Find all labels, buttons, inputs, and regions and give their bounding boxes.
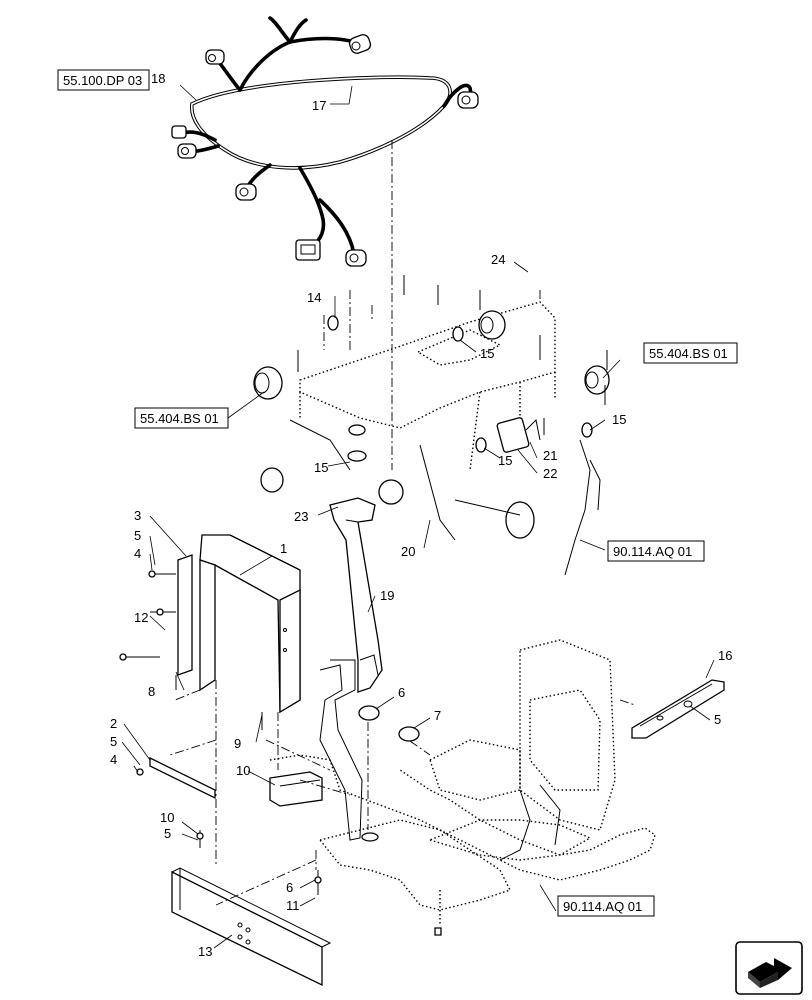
- callout-9: 12: [134, 610, 148, 625]
- cab-roof: [253, 275, 610, 576]
- reference-55-404-bs-01-left[interactable]: 55.404.BS 01: [134, 407, 229, 429]
- callout-5-b: 5: [110, 734, 117, 749]
- callout-10-b: 9: [234, 736, 241, 751]
- svg-text:90.114.AQ 01: 90.114.AQ 01: [613, 544, 692, 559]
- callout-15-c: 15: [612, 412, 626, 427]
- callout-22: 22: [543, 466, 557, 481]
- callout-7: 10: [236, 763, 250, 778]
- front-frame: [119, 534, 301, 730]
- wiring-harness: [171, 16, 479, 267]
- svg-text:90.114.AQ 01: 90.114.AQ 01: [563, 899, 642, 914]
- reference-boxes: 55.100.DP 03 55.404.BS 01 55.404.BS 01 9…: [57, 69, 738, 917]
- cab-floor: [269, 639, 656, 936]
- side-trim: [631, 679, 725, 739]
- callout-4-b: 4: [110, 752, 117, 767]
- callout-23: 23: [294, 509, 308, 524]
- callout-1: 1: [280, 541, 287, 556]
- callout-5-c: 5: [164, 826, 171, 841]
- callout-15-d: 15: [498, 453, 512, 468]
- callout-2: 2: [110, 716, 117, 731]
- leader-lines: [121, 84, 715, 949]
- next-page-arrow-icon[interactable]: [735, 941, 803, 995]
- reference-90-114-aq-01-upper[interactable]: 90.114.AQ 01: [607, 540, 705, 562]
- reference-55-100-dp-03[interactable]: 55.100.DP 03: [57, 69, 150, 91]
- callout-labels: 18 17 24 14 15 15 15 15 21 22 23 20 3 5 …: [110, 71, 732, 959]
- callout-20: 20: [401, 544, 415, 559]
- callout-5-d: 6: [286, 880, 293, 895]
- reference-90-114-aq-01-lower[interactable]: 90.114.AQ 01: [557, 895, 655, 917]
- callout-17: 17: [312, 98, 326, 113]
- reference-55-404-bs-01-right[interactable]: 55.404.BS 01: [643, 342, 738, 364]
- svg-text:55.100.DP 03: 55.100.DP 03: [63, 73, 142, 88]
- alignment-lines: [169, 140, 636, 906]
- svg-text:55.404.BS 01: 55.404.BS 01: [140, 411, 219, 426]
- callout-13: 5: [714, 712, 721, 727]
- callout-16: 15: [314, 460, 328, 475]
- callout-3: 3: [134, 508, 141, 523]
- svg-text:55.404.BS 01: 55.404.BS 01: [649, 346, 728, 361]
- callout-6-a: 6: [398, 685, 405, 700]
- callout-11: 10: [160, 810, 174, 825]
- callout-12: 13: [198, 944, 212, 959]
- callout-24: 24: [491, 252, 505, 267]
- lower-panels: [136, 756, 332, 987]
- callout-14: 16: [718, 648, 732, 663]
- callout-6-b: 7: [434, 708, 441, 723]
- callout-5-a: 5: [134, 528, 141, 543]
- callout-18: 18: [151, 71, 165, 86]
- callout-15-a: 14: [307, 290, 321, 305]
- rear-post: [329, 497, 383, 693]
- callout-19: 19: [380, 588, 394, 603]
- callout-21: 21: [543, 448, 557, 463]
- callout-4-a: 4: [134, 546, 141, 561]
- callout-15-b: 15: [480, 346, 494, 361]
- callout-10-a: 8: [148, 684, 155, 699]
- callout-8: 11: [286, 898, 300, 913]
